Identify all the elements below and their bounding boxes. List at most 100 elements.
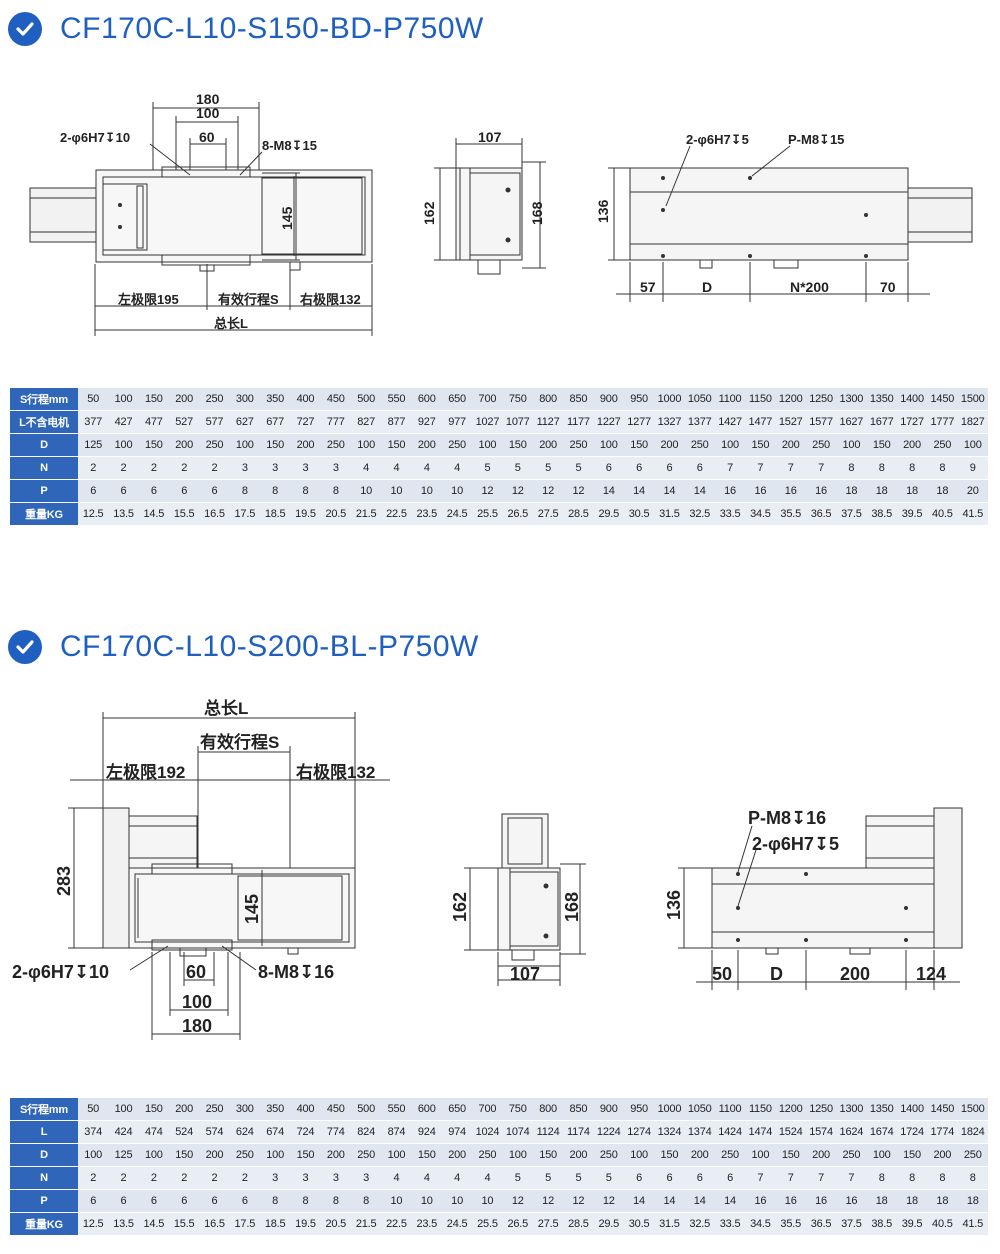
table-cell: 1674 xyxy=(866,1120,897,1144)
table-cell: 15.5 xyxy=(168,1212,200,1236)
table-cell: 12.5 xyxy=(78,502,109,526)
table-cell: 6 xyxy=(78,479,109,503)
table-cell: 10 xyxy=(381,1189,412,1213)
table-cell: 800 xyxy=(532,1098,564,1121)
table-cell: 7 xyxy=(775,1166,806,1190)
table-cell: 600 xyxy=(411,388,442,411)
table-cell: 14 xyxy=(654,479,685,503)
table-cell: 950 xyxy=(623,1098,655,1121)
table-cell: 31.5 xyxy=(654,1212,685,1236)
table-cell: 200 xyxy=(927,1143,958,1167)
table-cell: 20.5 xyxy=(320,502,351,526)
table-cell: 12.5 xyxy=(78,1212,109,1236)
table-cell: 8 xyxy=(290,1189,321,1213)
table-cell: 200 xyxy=(168,388,200,411)
table-cell: 700 xyxy=(472,1098,503,1121)
table-cell: 477 xyxy=(138,410,169,434)
side-168: 168 xyxy=(529,201,545,225)
table-cell: 12 xyxy=(472,479,503,503)
table-cell: 20.5 xyxy=(320,1212,351,1236)
table-cell: 1000 xyxy=(654,388,685,411)
table-cell: 19.5 xyxy=(290,502,321,526)
bottom-view-drawing-2 xyxy=(678,807,963,990)
table-cell: 1400 xyxy=(896,1098,928,1121)
table-cell: 6 xyxy=(78,1189,109,1213)
table-cell: 10 xyxy=(441,479,473,503)
table-cell: 14.5 xyxy=(138,502,169,526)
table-cell: 774 xyxy=(320,1120,351,1144)
table-cell: 7 xyxy=(714,456,746,480)
table-cell: 8 xyxy=(957,1166,988,1190)
table-cell: 13.5 xyxy=(108,502,139,526)
table-cell: 200 xyxy=(441,1143,473,1167)
b-thread-note: P-M8↧16 xyxy=(748,808,826,828)
table-cell: 40.5 xyxy=(927,1212,958,1236)
table-cell: 524 xyxy=(168,1120,200,1144)
bottom-view-drawing xyxy=(608,145,973,302)
table-cell: 37.5 xyxy=(836,502,867,526)
table-cell: 22.5 xyxy=(381,502,412,526)
table-cell: 600 xyxy=(411,1098,442,1121)
table-cell: 28.5 xyxy=(563,502,594,526)
table-cell: 6 xyxy=(684,456,715,480)
table-cell: 16 xyxy=(775,479,806,503)
table-cell: 14 xyxy=(714,1189,746,1213)
table-cell: 3 xyxy=(259,456,291,480)
table-cell: 32.5 xyxy=(684,1212,715,1236)
total-length: 总长L xyxy=(214,316,248,331)
table-cell: 8 xyxy=(927,456,958,480)
side-107-2: 107 xyxy=(510,964,540,984)
table-cell: 8 xyxy=(896,1166,928,1190)
table-cell: 12 xyxy=(532,479,564,503)
table-cell: 6 xyxy=(199,479,230,503)
front-view-drawing xyxy=(68,712,390,1040)
table-cell: 10 xyxy=(350,479,382,503)
table-cell: 450 xyxy=(320,1098,351,1121)
table-cell: 750 xyxy=(502,1098,533,1121)
table-cell: 12 xyxy=(563,1189,594,1213)
height-283: 283 xyxy=(54,866,74,896)
row-label: S行程mm xyxy=(10,1098,78,1121)
table-cell: 150 xyxy=(290,1143,321,1167)
table-cell: 12 xyxy=(593,1189,624,1213)
table-cell: 250 xyxy=(199,388,230,411)
table-cell: 1527 xyxy=(775,410,806,434)
table-cell: 727 xyxy=(290,410,321,434)
table-cell: 125 xyxy=(108,1143,139,1167)
stroke-label-2: 有效行程S xyxy=(200,732,279,752)
table-cell: 650 xyxy=(441,388,473,411)
table-cell: 150 xyxy=(259,433,291,457)
table-cell: 17.5 xyxy=(229,1212,260,1236)
table-cell: 150 xyxy=(138,1098,169,1121)
table-cell: 200 xyxy=(199,1143,230,1167)
hole-note: 2-φ6H7↧10 xyxy=(60,130,130,145)
table-cell: 18 xyxy=(927,1189,958,1213)
table-cell: 38.5 xyxy=(866,502,897,526)
table-cell: 6 xyxy=(623,456,655,480)
side-168-2: 168 xyxy=(562,892,582,922)
bottom-n200: N*200 xyxy=(790,279,829,295)
table-cell: 10 xyxy=(411,479,442,503)
table-cell: 1450 xyxy=(927,1098,958,1121)
table-cell: 1174 xyxy=(563,1120,594,1144)
table-cell: 374 xyxy=(78,1120,109,1144)
table-cell: 14 xyxy=(623,1189,655,1213)
side-162: 162 xyxy=(421,201,437,225)
table-cell: 29.5 xyxy=(593,1212,624,1236)
table-cell: 400 xyxy=(290,1098,321,1121)
table-cell: 2 xyxy=(108,1166,139,1190)
table-cell: 927 xyxy=(411,410,442,434)
table-cell: 500 xyxy=(350,1098,382,1121)
table-cell: 36.5 xyxy=(805,1212,837,1236)
table-cell: 2 xyxy=(229,1166,260,1190)
table-cell: 577 xyxy=(199,410,230,434)
table-cell: 4 xyxy=(411,1166,442,1190)
table-cell: 1474 xyxy=(745,1120,776,1144)
bot-60: 60 xyxy=(186,962,206,982)
row-label: P xyxy=(10,1189,78,1213)
top-view-drawing xyxy=(29,102,373,336)
